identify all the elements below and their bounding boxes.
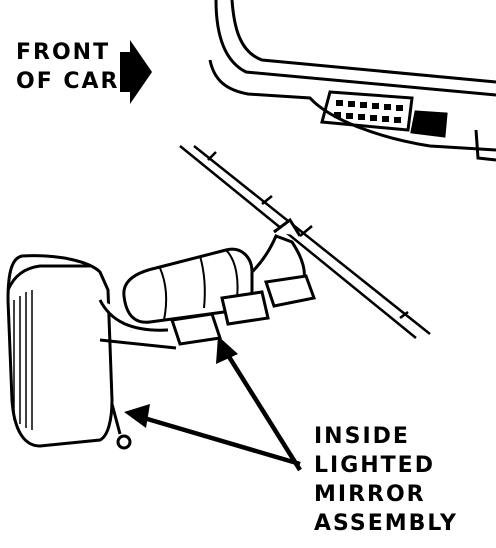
windshield-edge [179, 145, 431, 339]
leader-arrowhead-icon [216, 336, 238, 364]
callout-line4: ASSEMBLY [314, 511, 458, 536]
front-arrow-icon [120, 40, 152, 104]
callout-line2: LIGHTED [314, 453, 435, 478]
callout-line1: INSIDE [314, 424, 410, 449]
mirror-housing [6, 254, 132, 450]
front-label-line2: OF CAR [16, 69, 120, 94]
overhead-console [208, 0, 496, 162]
mirror-assembly-label: INSIDE LIGHTED MIRROR ASSEMBLY [314, 422, 458, 538]
leader-arrowhead-icon [124, 404, 150, 428]
callout-line3: MIRROR [314, 482, 426, 507]
front-label-line1: FRONT [16, 40, 111, 65]
dome-lamp-grille [334, 100, 403, 123]
front-of-car-label: FRONT OF CAR [16, 38, 120, 96]
callout-leaders [143, 350, 302, 472]
mirror-support [98, 217, 317, 350]
